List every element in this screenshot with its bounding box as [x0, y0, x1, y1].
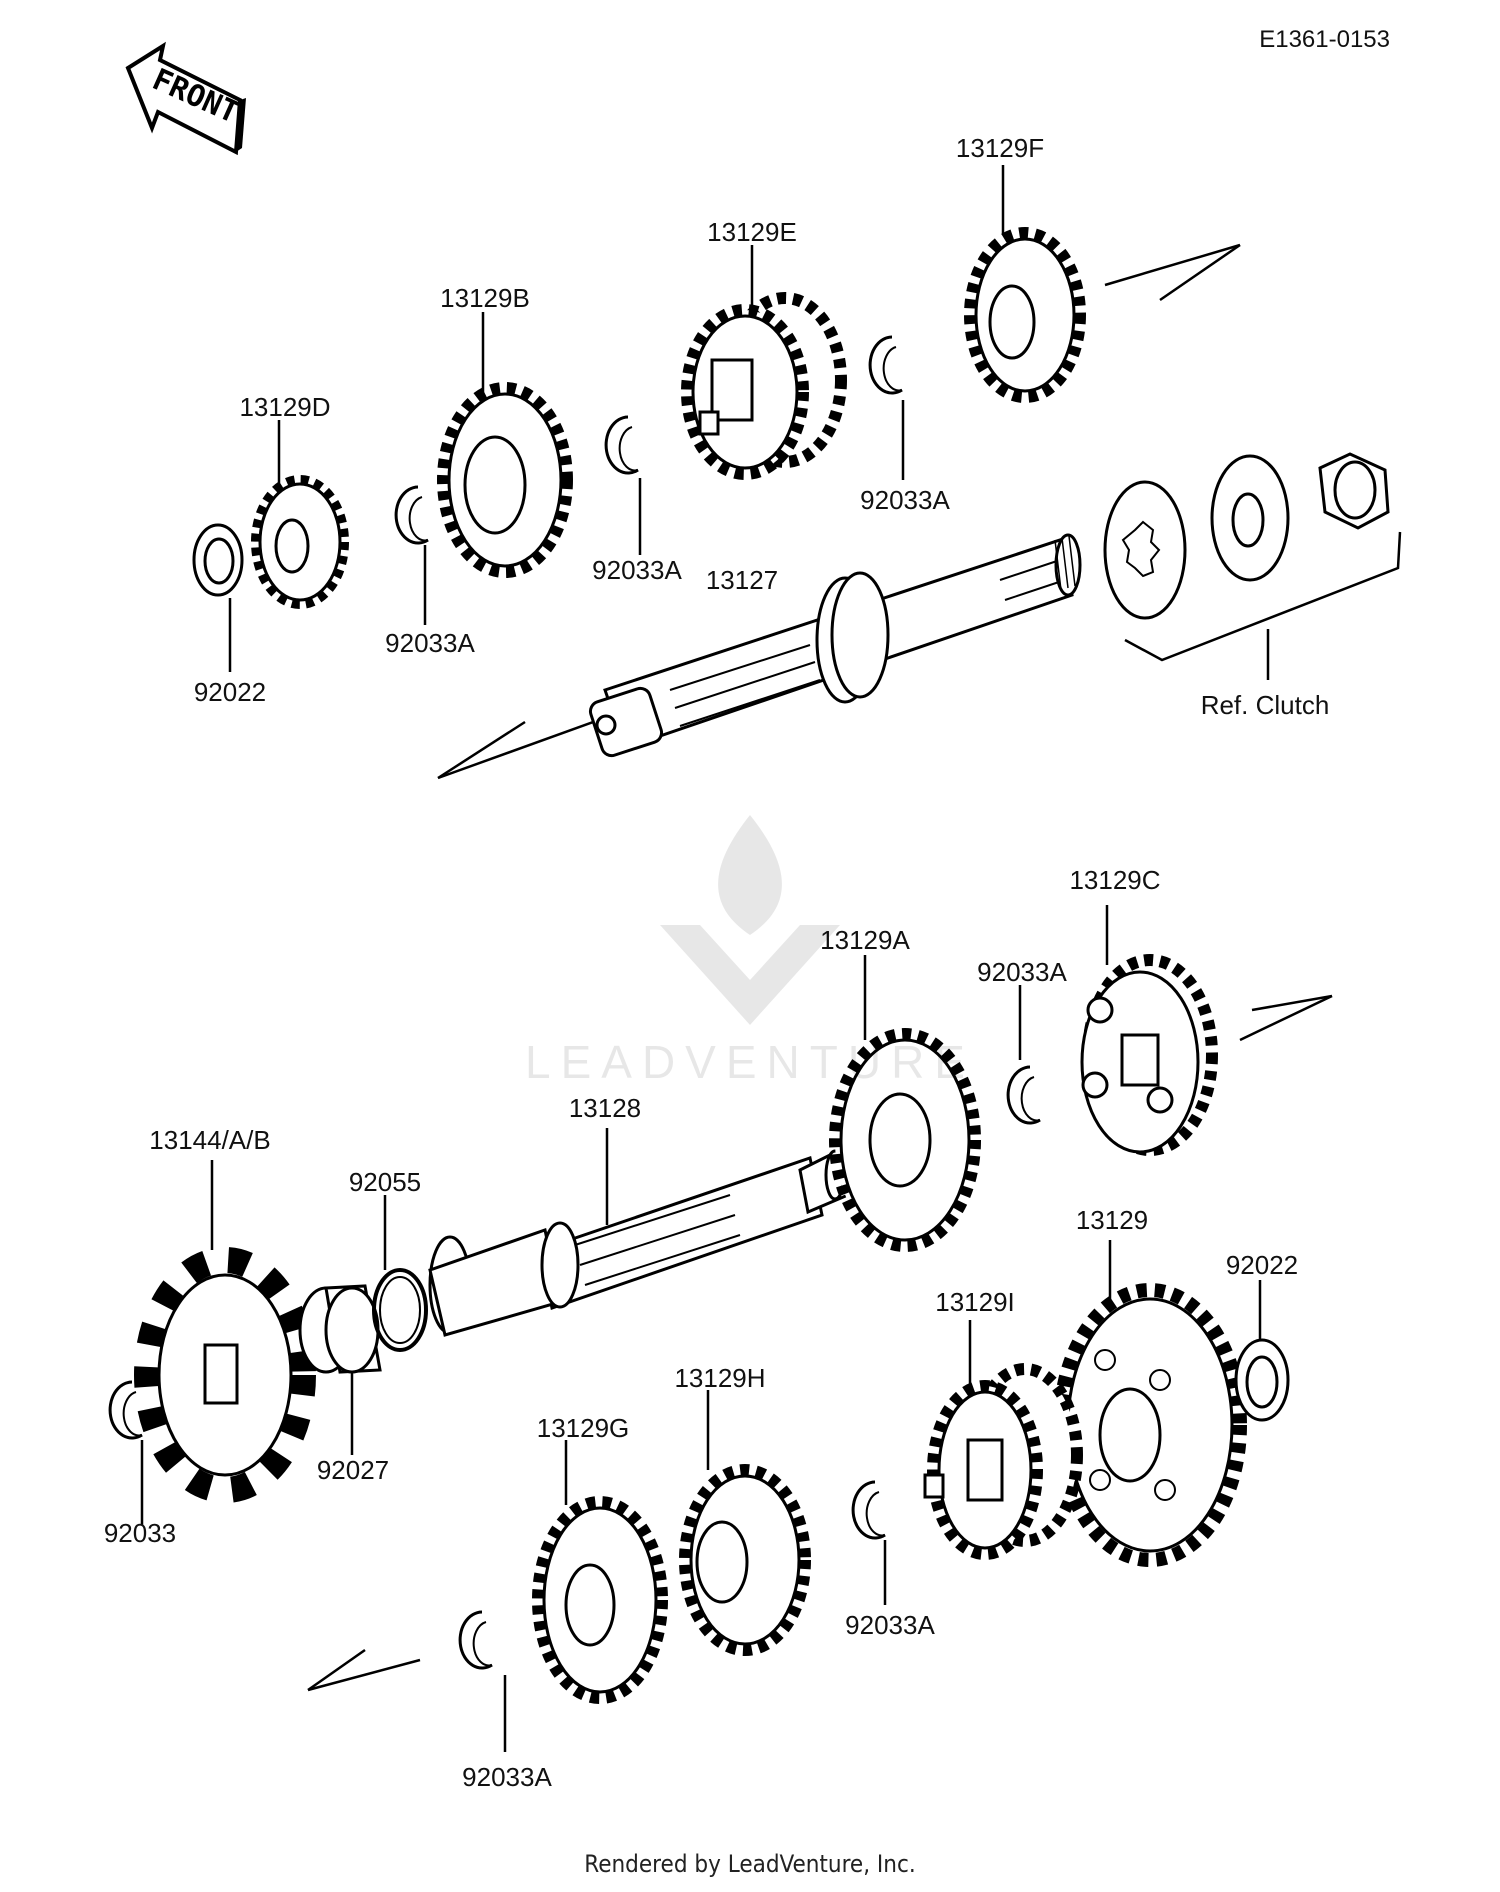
part-label-13129F[interactable]: 13129F	[955, 133, 1045, 163]
part-label-92033A-4[interactable]: 92033A	[977, 957, 1067, 987]
part-label-92033A-5[interactable]: 92033A	[845, 1610, 935, 1640]
gear-13129F	[964, 165, 1086, 403]
counter-shaft-13128	[428, 1128, 850, 1337]
circlip-92033	[108, 1380, 144, 1525]
circlip-92033A-3	[868, 335, 905, 480]
collar-92027	[298, 1284, 382, 1455]
part-label-13128[interactable]: 13128	[568, 1093, 642, 1123]
watermark: LEADVENTURE	[480, 805, 1020, 1095]
gear-13129B	[437, 312, 573, 578]
gear-13129D	[251, 420, 349, 609]
footer-credit: Rendered by LeadVenture, Inc.	[584, 1850, 916, 1878]
part-label-13144[interactable]: 13144/A/B	[149, 1125, 271, 1155]
washer-92022-bottom	[1234, 1280, 1290, 1422]
part-label-13129A[interactable]: 13129A	[820, 925, 910, 955]
gear-13129A	[829, 955, 981, 1252]
part-label-13129E[interactable]: 13129E	[707, 217, 797, 247]
part-label-92022-top[interactable]: 92022	[193, 677, 267, 707]
watermark-text: LEADVENTURE	[525, 1036, 975, 1088]
part-label-13127[interactable]: 13127	[705, 565, 779, 595]
part-label-92033A-6[interactable]: 92033A	[462, 1762, 552, 1792]
part-label-92033A-1[interactable]: 92033A	[385, 628, 475, 658]
gear-13129E	[681, 245, 847, 480]
part-label-13129B[interactable]: 13129B	[440, 283, 530, 313]
part-label-92033A-3[interactable]: 92033A	[860, 485, 950, 515]
part-label-92033A-2[interactable]: 92033A	[592, 555, 682, 585]
part-label-13129C[interactable]: 13129C	[1069, 865, 1161, 895]
part-label-92022-bottom[interactable]: 92022	[1225, 1250, 1299, 1280]
part-label-92027[interactable]: 92027	[316, 1455, 390, 1485]
gear-13129C	[1080, 905, 1333, 1156]
part-label-13129H[interactable]: 13129H	[674, 1363, 766, 1393]
oring-92055	[372, 1195, 428, 1352]
part-label-92033[interactable]: 92033	[103, 1518, 177, 1548]
circlip-92033A-2	[604, 415, 642, 555]
main-shaft-13127	[437, 533, 1082, 780]
part-label-92055[interactable]: 92055	[348, 1167, 422, 1197]
circlip-92033A-4	[1006, 985, 1042, 1125]
clutch-reference-parts	[1103, 243, 1402, 680]
gear-13129I	[923, 1320, 1083, 1560]
washer-92022-top	[192, 523, 244, 672]
gear-13129	[1053, 1240, 1247, 1567]
front-arrow-icon: FRONT	[125, 41, 246, 156]
part-label-13129[interactable]: 13129	[1075, 1205, 1149, 1235]
ref-clutch-label[interactable]: Ref. Clutch	[1200, 690, 1330, 720]
circlip-92033A-5	[851, 1480, 887, 1605]
gear-13129H	[679, 1390, 811, 1656]
watermark-logo-icon	[660, 815, 840, 1025]
part-label-13129I[interactable]: 13129I	[935, 1287, 1015, 1317]
part-label-13129G[interactable]: 13129G	[536, 1413, 630, 1443]
gear-13129G	[307, 1440, 668, 1704]
diagram-id: E1361-0153	[1259, 26, 1390, 53]
part-label-13129D[interactable]: 13129D	[239, 392, 331, 422]
circlip-92033A-1	[394, 485, 430, 625]
circlip-92033A-6	[458, 1610, 507, 1752]
sprocket-13144	[134, 1160, 316, 1503]
